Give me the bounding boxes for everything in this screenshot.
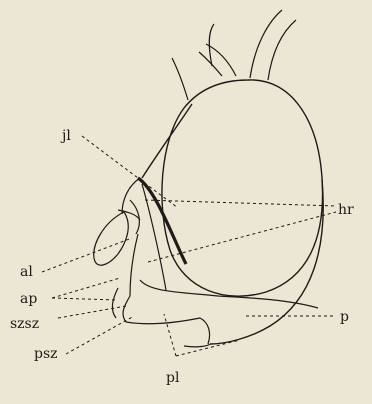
label-pl: pl (166, 370, 180, 386)
leader-lines (42, 136, 336, 356)
label-p: p (340, 309, 349, 325)
label-ap: ap (20, 291, 37, 307)
mouthparts (94, 178, 140, 296)
label-szsz: szsz (10, 316, 39, 332)
label-psz: psz (34, 346, 58, 362)
label-hr: hr (338, 202, 354, 218)
label-jl: jl (60, 128, 71, 144)
head-capsule (142, 80, 323, 344)
label-al: al (20, 264, 33, 280)
